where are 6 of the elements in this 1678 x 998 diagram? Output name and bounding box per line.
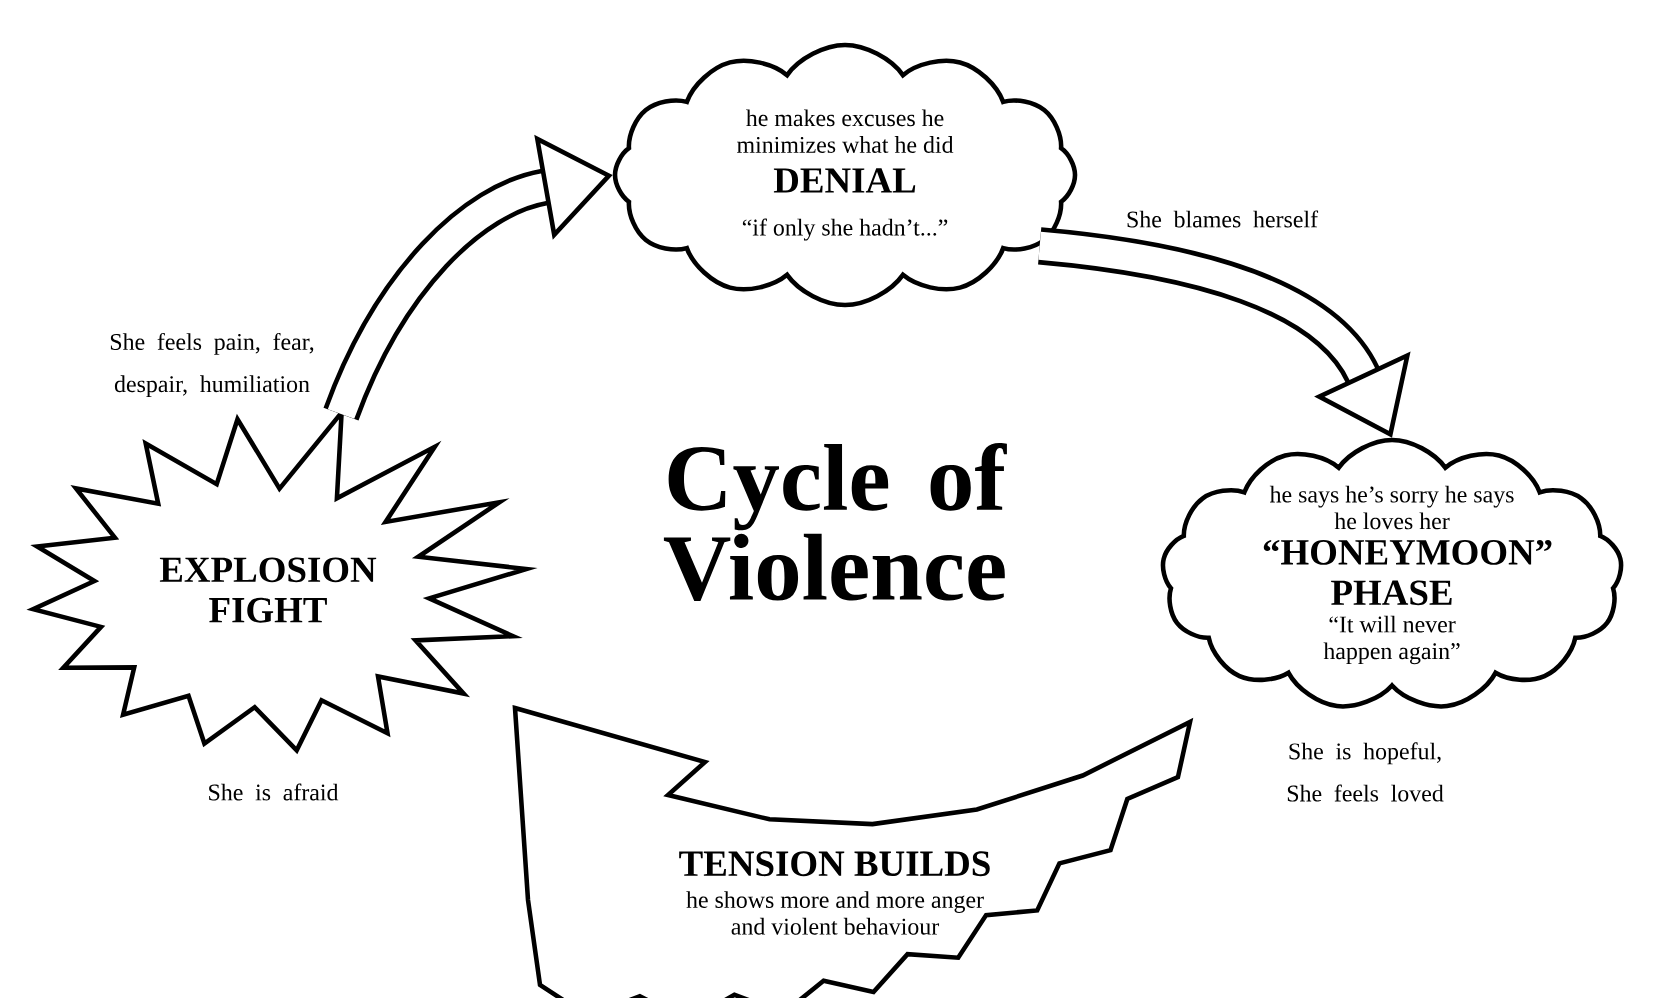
thought-cloud: he says he’s sorry he says he loves her “HONEYMOON” PHASE “It will never happen again” bbox=[1160, 437, 1624, 709]
note-text: She is afraid bbox=[209, 783, 339, 801]
title: Cycle of Violence bbox=[663, 442, 1007, 602]
note-text: She is hopeful, She feels loved bbox=[1287, 742, 1444, 802]
thought-cloud: he makes excuses he minimizes what he did DENIAL “if only she hadn’t...” bbox=[612, 42, 1078, 308]
note-text: She blames herself bbox=[1127, 210, 1319, 228]
